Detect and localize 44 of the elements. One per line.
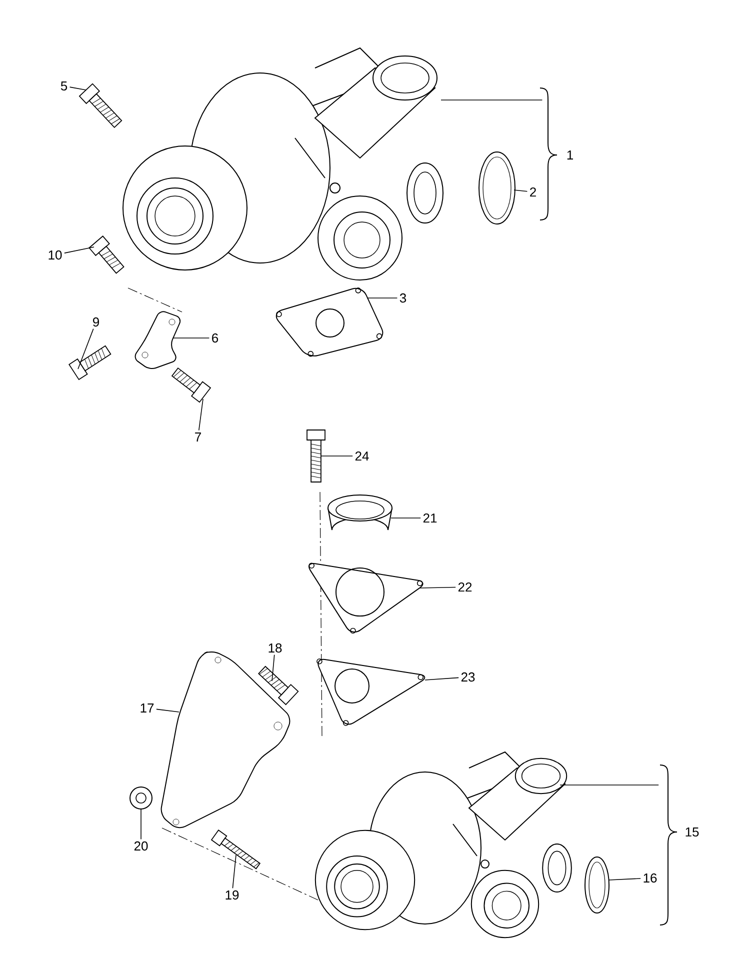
leader-line	[560, 784, 659, 786]
callout-number: 9	[93, 317, 99, 327]
leader-line	[608, 878, 641, 880]
bolt-drawing	[306, 430, 326, 482]
callout-number: 16	[644, 873, 657, 883]
callout-number: 17	[140, 704, 154, 712]
callout-number: 23	[461, 672, 475, 682]
bolt-drawing	[88, 236, 124, 274]
callout-number: 7	[195, 432, 201, 442]
turbocharger-drawing	[122, 47, 444, 280]
callout-number: 15	[660, 764, 699, 926]
callout-number: 2	[530, 187, 536, 197]
callout-number: 19	[226, 890, 239, 900]
callout-number: 10	[48, 250, 62, 260]
gasket-drawing	[316, 658, 426, 726]
bracket-drawing	[160, 651, 290, 828]
callout-number: 5	[60, 81, 68, 91]
flange-plate-drawing	[308, 562, 424, 634]
callout-number: 6	[212, 333, 218, 343]
ring-drawing	[328, 494, 392, 530]
callout-number: 22	[458, 582, 472, 592]
leader-line	[78, 328, 94, 370]
nut-drawing	[130, 786, 152, 810]
leader-line	[420, 586, 456, 588]
leader-line	[232, 854, 236, 889]
leader-line	[424, 677, 459, 680]
bracket-drawing	[134, 311, 181, 370]
leader-line	[198, 398, 204, 431]
leader-line	[514, 190, 528, 192]
callout-number: 20	[134, 841, 148, 851]
leader-line	[156, 708, 180, 712]
gasket-drawing	[276, 288, 384, 357]
gasket-drawing	[584, 856, 610, 914]
callout-number: 21	[423, 513, 437, 523]
callout-number: 3	[400, 293, 406, 303]
callout-number: 24	[355, 451, 369, 461]
leader-line	[69, 86, 86, 90]
callout-number: 18	[268, 643, 282, 653]
leader-line	[140, 808, 142, 840]
callout-number: 1	[540, 88, 573, 220]
gasket-drawing	[478, 152, 516, 224]
bolt-drawing	[78, 83, 122, 128]
turbocharger-drawing	[314, 751, 572, 938]
leader-line	[272, 654, 275, 682]
